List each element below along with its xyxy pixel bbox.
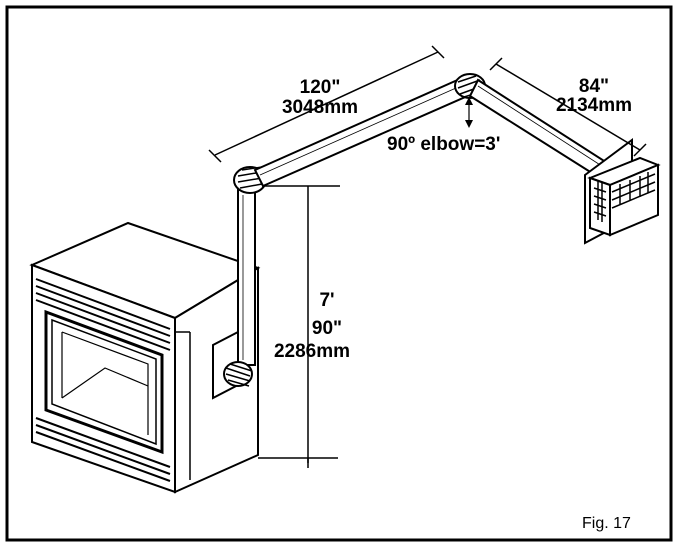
vertical-run-inches: 90" — [312, 318, 342, 339]
vent-terminal — [584, 138, 661, 245]
horizontal-dimension-line — [208, 45, 445, 163]
terminal-run-inches: 84" — [579, 76, 609, 97]
bottom-louvres — [35, 417, 171, 482]
vertical-run-feet: 7' — [319, 290, 334, 311]
figure-caption: Fig. 17 — [582, 515, 631, 532]
vertical-dimension-line — [258, 185, 340, 468]
fireplace-unit — [29, 221, 261, 494]
terminal-dimension-line — [489, 57, 647, 157]
top-louvres — [35, 278, 171, 351]
horizontal-run-mm: 3048mm — [282, 97, 358, 118]
fireplace-glass — [44, 309, 164, 455]
terminal-run-mm: 2134mm — [556, 95, 632, 116]
elbow-note: 90º elbow=3' — [387, 134, 500, 155]
vertical-vent-pipe — [237, 189, 256, 366]
bottom-elbow — [223, 361, 253, 387]
elbow-arrow — [465, 97, 473, 128]
horizontal-run-inches: 120" — [300, 77, 341, 98]
vertical-run-mm: 2286mm — [274, 341, 350, 362]
